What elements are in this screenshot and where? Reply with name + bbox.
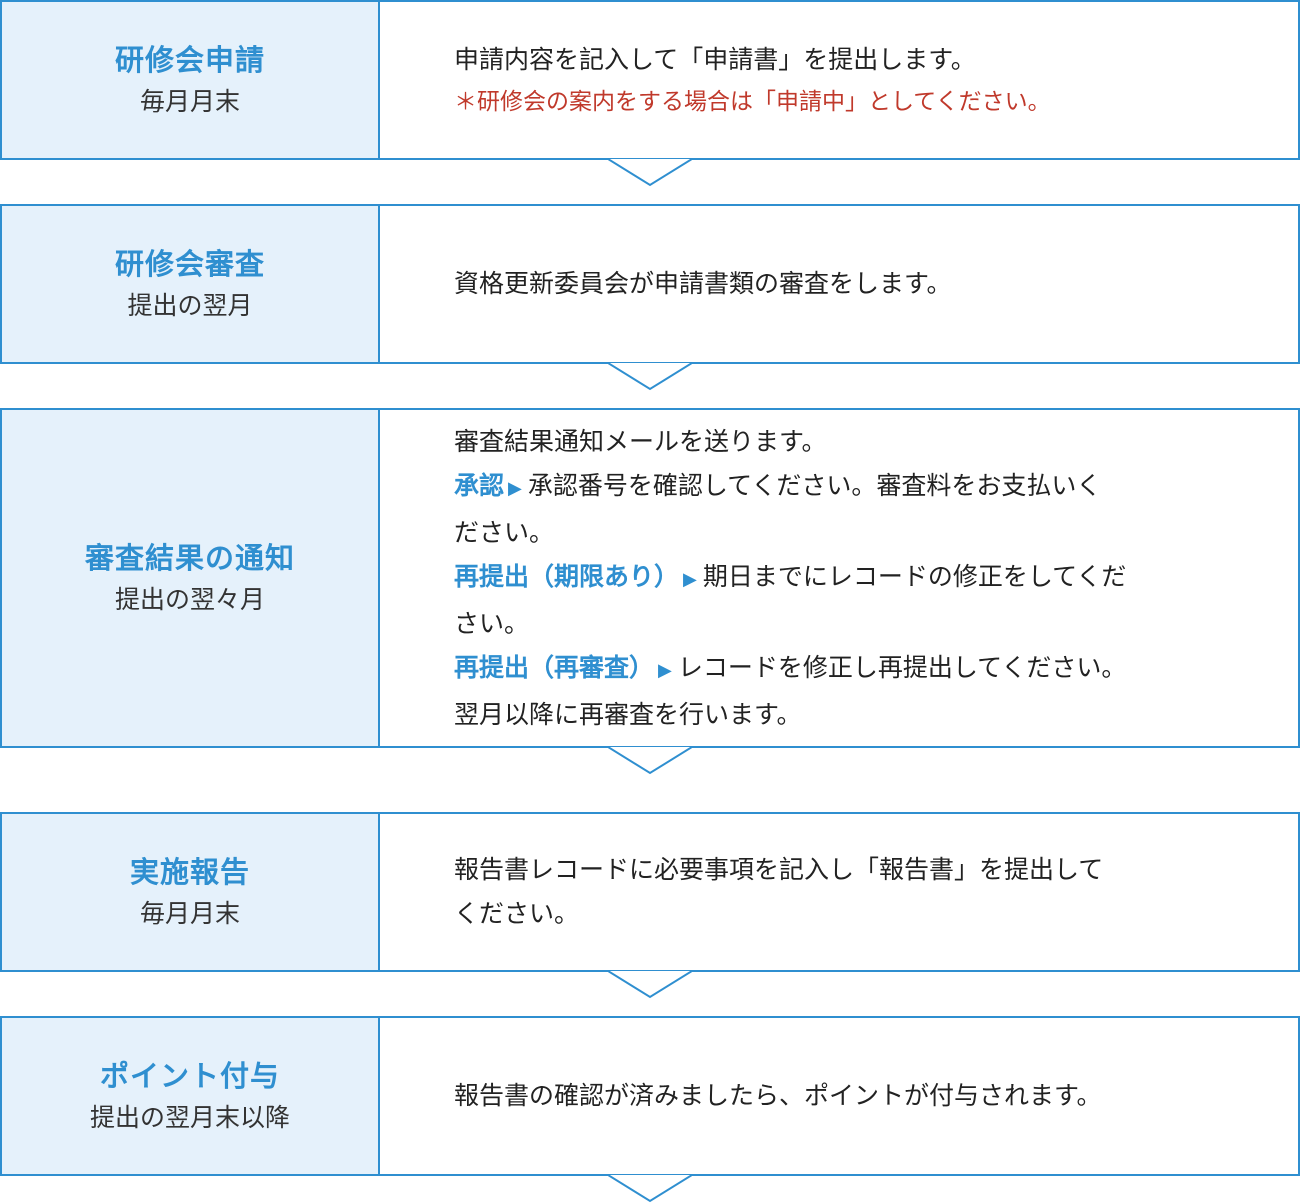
step-description: 資格更新委員会が申請書類の審査をします。 bbox=[380, 206, 1298, 362]
step-timing: 提出の翌々月 bbox=[114, 585, 265, 614]
case-text-continued: 翌月以降に再審査を行います。 bbox=[454, 699, 802, 729]
step-title: 実施報告 bbox=[129, 855, 250, 889]
step-description: 報告書レコードに必要事項を記入し「報告書」を提出して ください。 bbox=[380, 814, 1298, 970]
step-description: 申請内容を記入して「申請書」を提出します。 ＊研修会の案内をする場合は「申請中」… bbox=[380, 2, 1298, 158]
step-title: 研修会審査 bbox=[114, 247, 265, 281]
step-timing: 毎月月末 bbox=[139, 87, 240, 116]
step-header: 研修会申請 毎月月末 bbox=[2, 2, 380, 158]
flow-arrow-icon bbox=[608, 970, 692, 999]
case-label: 再提出（再審査） bbox=[454, 652, 655, 682]
case-label: 承認 bbox=[454, 470, 505, 500]
description-line: ください。 bbox=[454, 899, 580, 928]
case-text: 期日までにレコードの修正をしてくだ bbox=[702, 561, 1127, 591]
step-header: 審査結果の通知 提出の翌々月 bbox=[2, 410, 380, 746]
step-header: 実施報告 毎月月末 bbox=[2, 814, 380, 970]
step-point-grant: ポイント付与 提出の翌月末以降 報告書の確認が済みましたら、ポイントが付与されま… bbox=[0, 1016, 1300, 1176]
step-header: ポイント付与 提出の翌月末以降 bbox=[2, 1018, 380, 1174]
case-label: 再提出（期限あり） bbox=[454, 561, 680, 591]
triangle-right-icon: ▶ bbox=[658, 659, 672, 681]
description-line: 報告書レコードに必要事項を記入し「報告書」を提出して bbox=[454, 855, 1104, 884]
flow-arrow-icon bbox=[608, 1174, 692, 1203]
step-title: 審査結果の通知 bbox=[84, 541, 295, 575]
step-review: 研修会審査 提出の翌月 資格更新委員会が申請書類の審査をします。 bbox=[0, 204, 1300, 364]
case-text: 承認番号を確認してください。審査料をお支払いく bbox=[527, 470, 1102, 500]
flow-arrow-icon bbox=[608, 746, 692, 775]
step-title: 研修会申請 bbox=[114, 43, 265, 77]
step-header: 研修会審査 提出の翌月 bbox=[2, 206, 380, 362]
description-line: 報告書の確認が済みましたら、ポイントが付与されます。 bbox=[454, 1081, 1102, 1110]
step-implementation-report: 実施報告 毎月月末 報告書レコードに必要事項を記入し「報告書」を提出して くださ… bbox=[0, 812, 1300, 972]
description-line: 資格更新委員会が申請書類の審査をします。 bbox=[454, 269, 952, 298]
case-resubmit-rereview: 再提出（再審査）▶レコードを修正し再提出してください。 bbox=[454, 646, 1238, 693]
flow-arrow-icon bbox=[608, 158, 692, 187]
step-application: 研修会申請 毎月月末 申請内容を記入して「申請書」を提出します。 ＊研修会の案内… bbox=[0, 0, 1300, 160]
step-timing: 毎月月末 bbox=[139, 899, 240, 928]
flow-arrow-icon bbox=[608, 362, 692, 391]
case-resubmit-deadline: 再提出（期限あり）▶期日までにレコードの修正をしてくだ bbox=[454, 555, 1238, 602]
description-line: 申請内容を記入して「申請書」を提出します。 bbox=[454, 45, 976, 74]
step-timing: 提出の翌月末以降 bbox=[89, 1103, 290, 1132]
description-line: 審査結果通知メールを送ります。 bbox=[454, 426, 827, 456]
step-title: ポイント付与 bbox=[99, 1059, 280, 1093]
step-result-notification: 審査結果の通知 提出の翌々月 審査結果通知メールを送ります。 承認▶承認番号を確… bbox=[0, 408, 1300, 748]
case-approved: 承認▶承認番号を確認してください。審査料をお支払いく bbox=[454, 464, 1238, 511]
step-description: 報告書の確認が済みましたら、ポイントが付与されます。 bbox=[380, 1018, 1298, 1174]
note-text: ＊研修会の案内をする場合は「申請中」としてください。 bbox=[454, 89, 1051, 115]
triangle-right-icon: ▶ bbox=[683, 568, 697, 590]
case-text-continued: ださい。 bbox=[454, 517, 555, 547]
case-text-continued: さい。 bbox=[454, 608, 530, 638]
step-timing: 提出の翌月 bbox=[127, 291, 253, 320]
case-text: レコードを修正し再提出してください。 bbox=[677, 652, 1127, 682]
step-description: 審査結果通知メールを送ります。 承認▶承認番号を確認してください。審査料をお支払… bbox=[380, 410, 1298, 746]
triangle-right-icon: ▶ bbox=[508, 477, 522, 499]
